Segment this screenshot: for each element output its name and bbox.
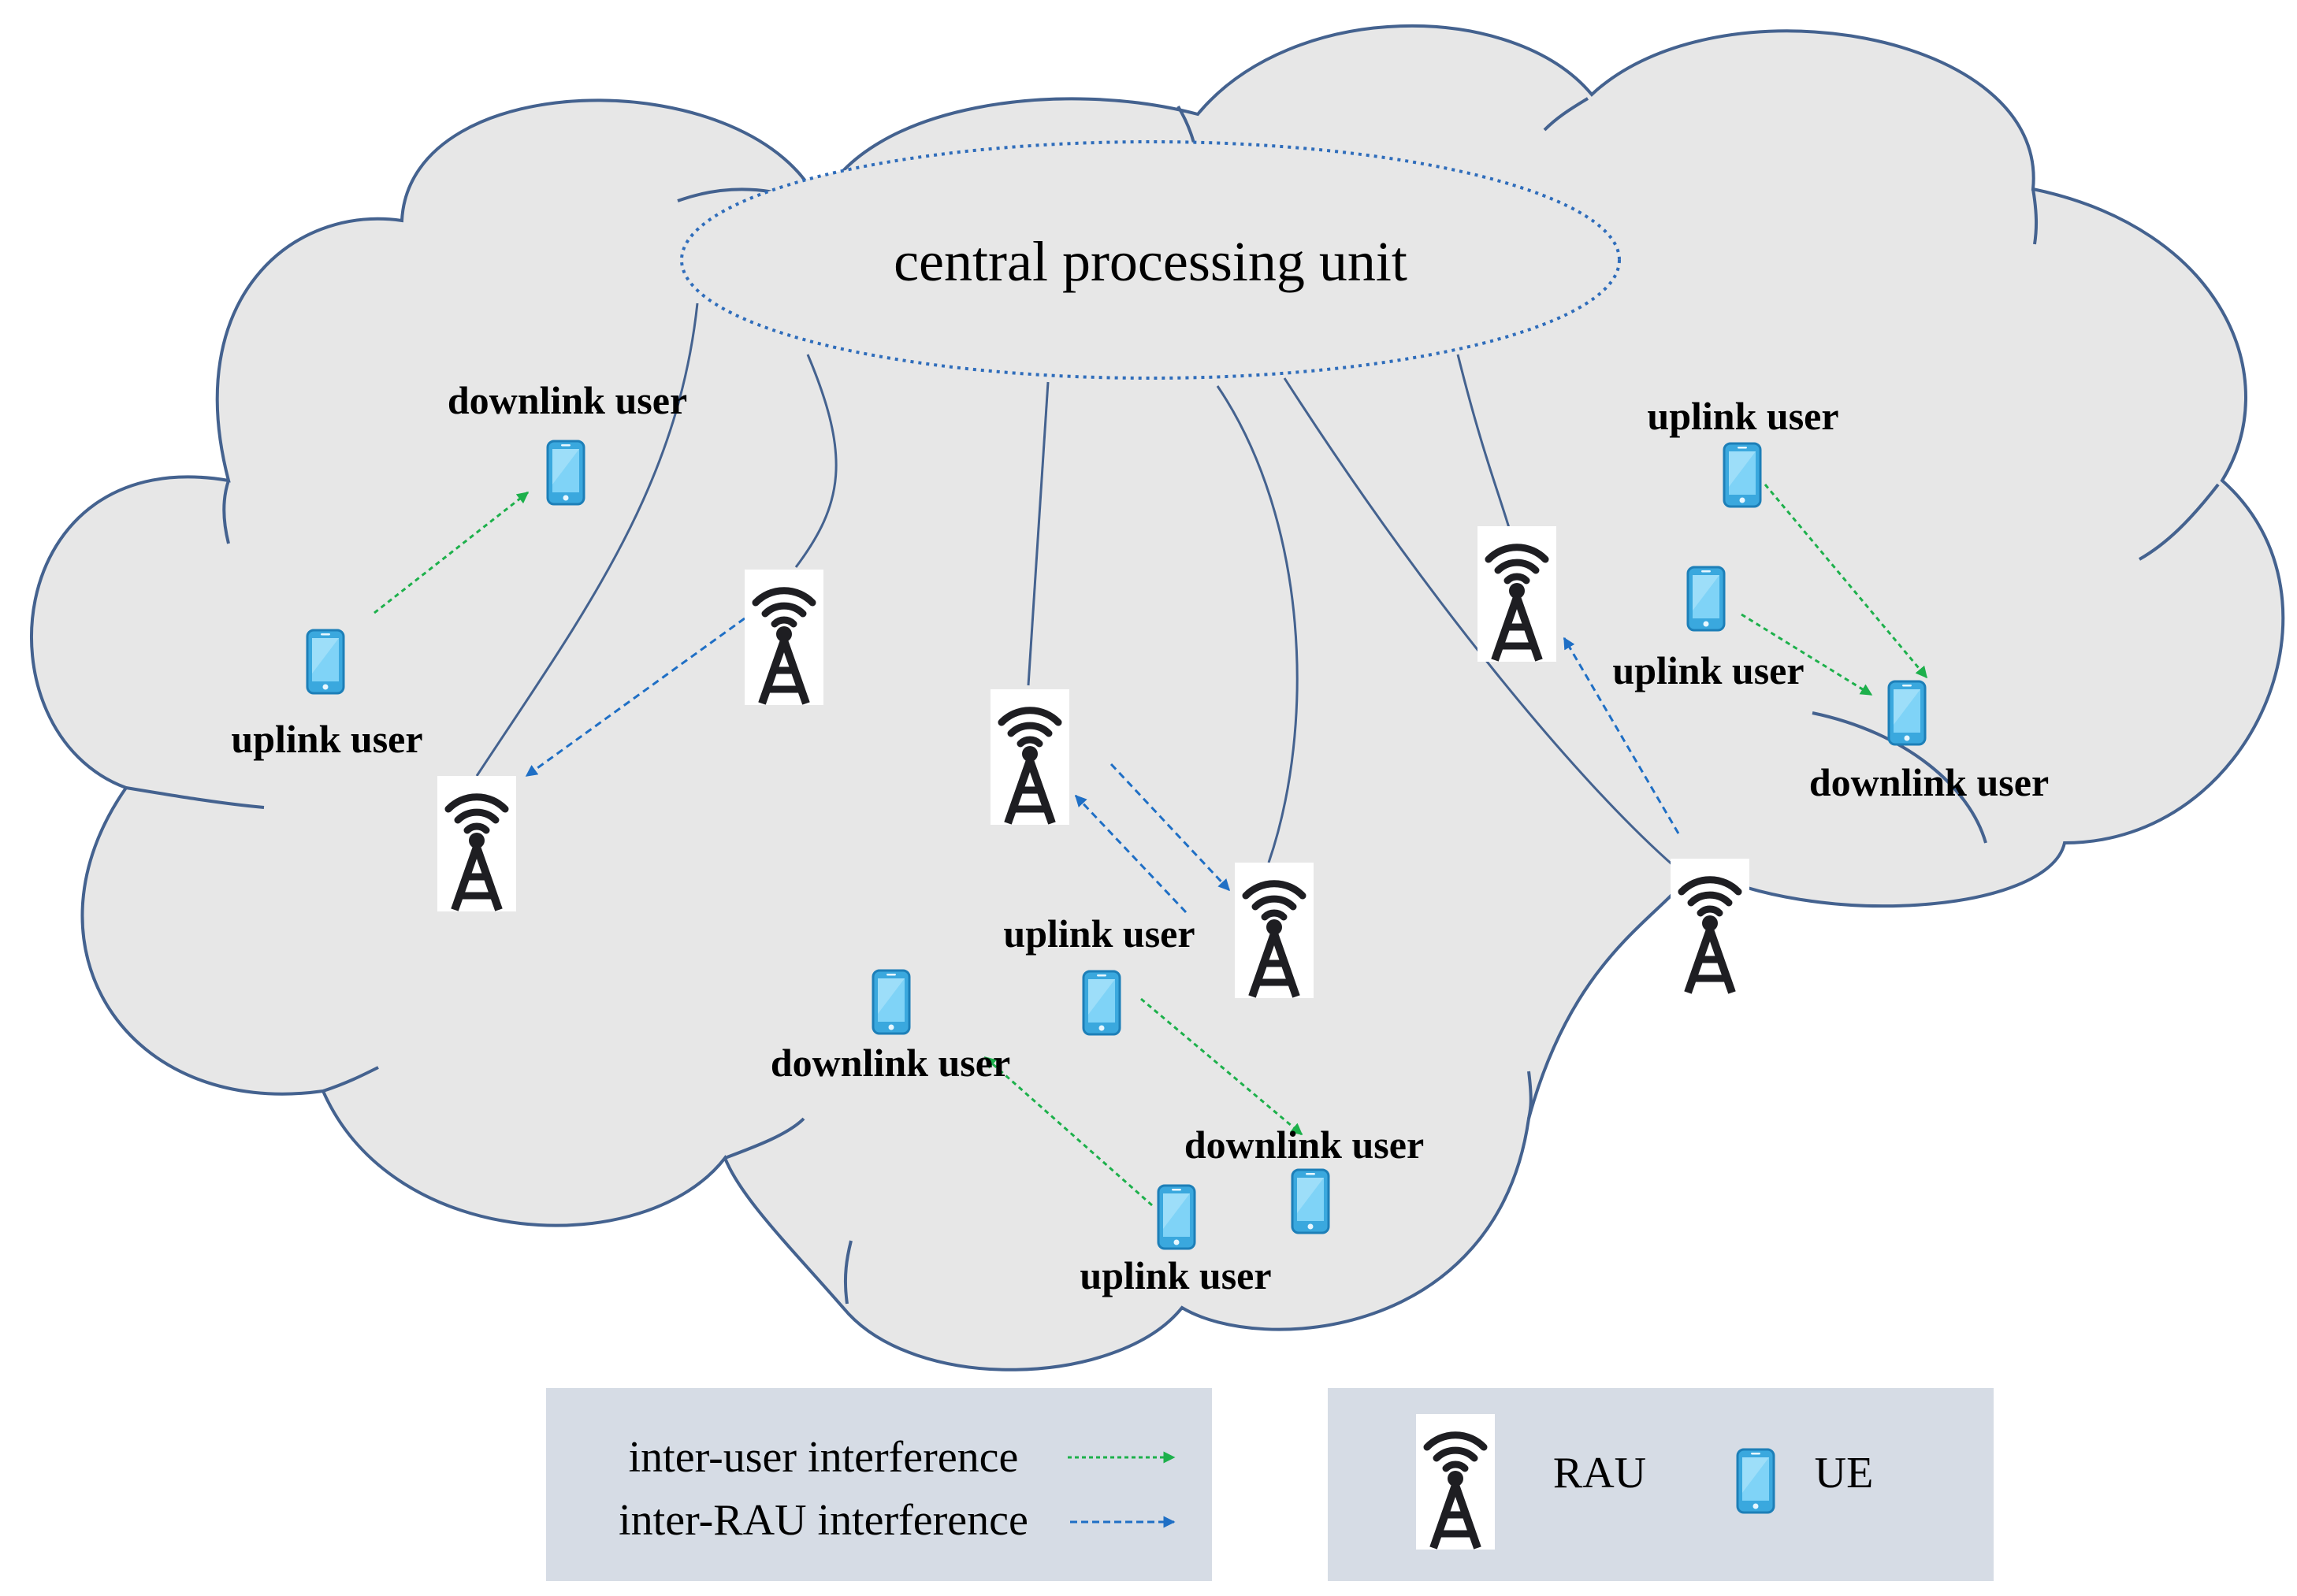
smartphone-icon	[1736, 1448, 1775, 1514]
inter-user-interference-arrows	[374, 484, 1928, 1207]
smartphone-icon	[1157, 1184, 1196, 1250]
antenna-tower-icon	[1416, 1414, 1495, 1550]
legend-inter-user-label: inter-user interference	[629, 1433, 1019, 1482]
smartphone-icon	[872, 969, 911, 1035]
label-uplink-user: uplink user	[231, 717, 422, 761]
legend-ue-label: UE	[1815, 1449, 1874, 1498]
smartphone-icon	[1686, 566, 1726, 632]
fronthaul-links	[475, 302, 1675, 868]
smartphone-icon	[546, 440, 585, 506]
label-uplink-user: uplink user	[1647, 394, 1838, 438]
smartphone-icon	[1291, 1168, 1330, 1234]
antenna-tower-icon	[1477, 526, 1556, 662]
label-uplink-user: uplink user	[1612, 648, 1804, 692]
label-downlink-user: downlink user	[771, 1041, 1010, 1085]
antenna-tower-icon	[1671, 859, 1749, 994]
central-processing-unit: central processing unit	[680, 140, 1621, 380]
smartphone-icon	[1082, 970, 1121, 1036]
label-uplink-user: uplink user	[1080, 1253, 1271, 1297]
smartphone-icon	[306, 629, 345, 695]
antenna-tower-icon	[1235, 863, 1314, 998]
cloud-region	[30, 24, 2285, 1371]
antenna-tower-icon	[437, 776, 516, 911]
smartphone-icon	[1887, 680, 1927, 746]
antenna-tower-icon	[745, 570, 823, 705]
legend-symbols: RAU UE	[1328, 1388, 1994, 1581]
smartphone-icon	[1723, 442, 1762, 508]
legend-rau-label: RAU	[1553, 1449, 1646, 1498]
antenna-tower-icon	[991, 689, 1069, 825]
legend-interference: inter-user interference inter-RAU interf…	[546, 1388, 1212, 1581]
label-downlink-user: downlink user	[1809, 760, 2049, 804]
label-downlink-user: downlink user	[1184, 1123, 1424, 1167]
label-uplink-user: uplink user	[1003, 911, 1195, 956]
cpu-label: central processing unit	[894, 230, 1407, 293]
user-labels: downlink user uplink user uplink user up…	[231, 378, 2049, 1297]
legend-inter-rau-label: inter-RAU interference	[619, 1496, 1028, 1545]
inter-rau-interference-arrows	[525, 617, 1680, 914]
label-downlink-user: downlink user	[448, 378, 687, 422]
